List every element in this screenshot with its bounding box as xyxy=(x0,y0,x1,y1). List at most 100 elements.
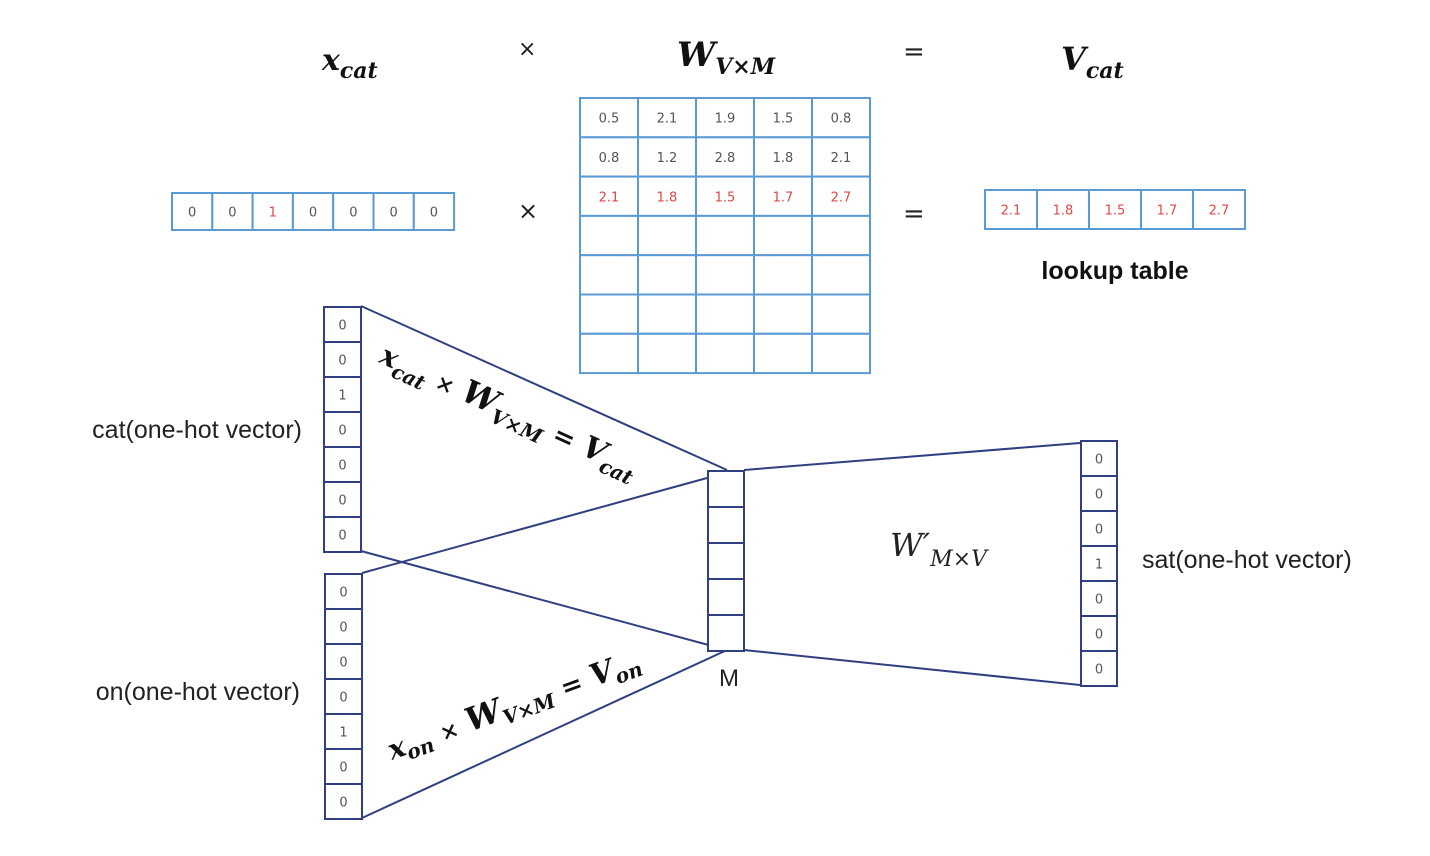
sat-vector-cell-box xyxy=(1080,615,1118,652)
weight-matrix-cell xyxy=(753,214,813,257)
v-cat-cell-box xyxy=(984,189,1038,230)
v-cat-cell: 1.7 xyxy=(1140,189,1194,230)
w-prime-output-matrix-label: W′M×V xyxy=(890,526,989,572)
v-cat-cell: 2.7 xyxy=(1192,189,1246,230)
cat-vector-cell: 0 xyxy=(323,341,362,378)
weight-matrix-cell-value: 1.9 xyxy=(715,112,736,127)
hidden-vector-cell-box xyxy=(707,470,745,508)
on-vector-cell-value: 0 xyxy=(339,691,347,706)
out-bottom-edge xyxy=(743,649,1081,686)
weight-matrix-cell: 1.5 xyxy=(695,175,755,217)
weight-matrix-cell-value: 1.8 xyxy=(773,151,794,166)
cat-vector-cell: 0 xyxy=(323,306,362,343)
x-cat-cell: 0 xyxy=(412,192,456,231)
on-vector-cell: 0 xyxy=(324,573,363,610)
header-w-matrix: WV×M xyxy=(677,35,776,80)
on-vector-cell: 0 xyxy=(324,608,363,645)
on-vector-cell-box xyxy=(324,678,363,715)
x-cat-cell-box xyxy=(171,192,214,231)
weight-matrix-cell xyxy=(637,254,697,296)
header-equals-sign: = xyxy=(903,37,925,67)
cat-vector-cell-box xyxy=(323,446,362,483)
hidden-layer-vector xyxy=(707,470,745,652)
weight-matrix-cell-box xyxy=(753,136,813,178)
out-top-edge xyxy=(743,442,1081,471)
sat-vector-cell: 0 xyxy=(1080,615,1118,652)
weight-matrix-cell-box xyxy=(579,332,639,375)
weight-matrix-cell: 0.8 xyxy=(579,136,639,178)
equation-times-sign: × xyxy=(518,197,538,225)
hidden-size-label: M xyxy=(719,665,739,692)
on-vector-cell-value: 1 xyxy=(339,726,347,741)
weight-matrix-cell-box xyxy=(753,214,813,257)
cat-vector-cell: 0 xyxy=(323,481,362,518)
on-vector-cell-value: 0 xyxy=(339,656,347,671)
weight-matrix-cell: 0.5 xyxy=(579,97,639,139)
weight-matrix-cell xyxy=(579,214,639,257)
weight-matrix-cell-box xyxy=(579,293,639,335)
weight-matrix-cell: 2.7 xyxy=(811,175,871,217)
weight-matrix-cell-value: 1.7 xyxy=(773,190,794,205)
weight-matrix-cell: 0.8 xyxy=(811,97,871,139)
on-vector-cell-box xyxy=(324,748,363,785)
weight-matrix-cell-box xyxy=(637,175,697,217)
sat-vector-cell: 0 xyxy=(1080,475,1118,512)
x-cat-cell-value: 0 xyxy=(430,206,438,221)
on-vector-cell-value: 0 xyxy=(339,621,347,636)
weight-matrix-cell-box xyxy=(811,332,871,375)
weight-matrix-cell-box xyxy=(637,332,697,375)
x-cat-cell-box xyxy=(412,192,456,231)
hidden-vector-cell-box xyxy=(707,506,745,544)
hidden-vector-cell xyxy=(707,578,745,616)
weight-matrix-cell xyxy=(753,254,813,296)
on-vector-cell-box xyxy=(324,783,363,820)
on-top-edge xyxy=(361,477,708,574)
weight-matrix-cell-box xyxy=(811,136,871,178)
hidden-vector-cell xyxy=(707,506,745,544)
weight-matrix-cell-value: 1.8 xyxy=(657,190,678,205)
equation-equals-sign: = xyxy=(903,199,925,229)
weight-matrix-cell-box xyxy=(753,332,813,375)
weight-matrix-cell: 1.9 xyxy=(695,97,755,139)
weight-matrix-cell: 1.7 xyxy=(753,175,813,217)
weight-matrix-cell xyxy=(695,254,755,296)
v-cat-cell-box xyxy=(1192,189,1246,230)
weight-matrix-cell: 2.1 xyxy=(579,175,639,217)
hidden-vector-cell-box xyxy=(707,578,745,616)
x-cat-cell-value: 1 xyxy=(269,206,277,221)
weight-matrix-cell-value: 0.5 xyxy=(599,112,620,127)
weight-matrix-cell-box xyxy=(637,214,697,257)
sat-vector-label: sat(one-hot vector) xyxy=(1142,546,1352,574)
weight-matrix-cell-box xyxy=(695,175,755,217)
weight-matrix-cell xyxy=(695,293,755,335)
sat-vector-cell: 1 xyxy=(1080,545,1118,582)
weight-matrix-cell xyxy=(695,214,755,257)
weight-matrix-cell-box xyxy=(637,136,697,178)
cat-vector-cell-box xyxy=(323,516,362,553)
header-x-cat: xcat xyxy=(321,43,378,84)
weight-matrix-cell-box xyxy=(579,97,639,139)
weight-matrix-cell xyxy=(637,293,697,335)
weight-matrix-cell xyxy=(579,332,639,375)
weight-matrix-cell-value: 2.1 xyxy=(599,190,620,205)
weight-matrix-cell-box xyxy=(695,97,755,139)
v-cat-cell-box xyxy=(1088,189,1142,230)
hidden-vector-cell-box xyxy=(707,542,745,580)
weight-matrix-cell: 2.1 xyxy=(637,97,697,139)
on-vector-cell-value: 0 xyxy=(339,761,347,776)
weight-matrix-cell: 1.8 xyxy=(753,136,813,178)
v-cat-cell-value: 2.7 xyxy=(1209,204,1230,219)
x-cat-cell: 0 xyxy=(372,192,415,231)
weight-matrix-cell-box xyxy=(811,214,871,257)
sat-vector-cell: 0 xyxy=(1080,580,1118,617)
weight-matrix-cell-value: 2.7 xyxy=(831,190,852,205)
x-cat-cell: 0 xyxy=(211,192,254,231)
weight-matrix-cell-value: 1.5 xyxy=(715,190,736,205)
weight-matrix-cell-box xyxy=(695,254,755,296)
weight-matrix-cell-box xyxy=(811,254,871,296)
weight-matrix-cell-value: 1.5 xyxy=(773,112,794,127)
weight-matrix-cell-box xyxy=(695,214,755,257)
on-vector-cell: 0 xyxy=(324,643,363,680)
